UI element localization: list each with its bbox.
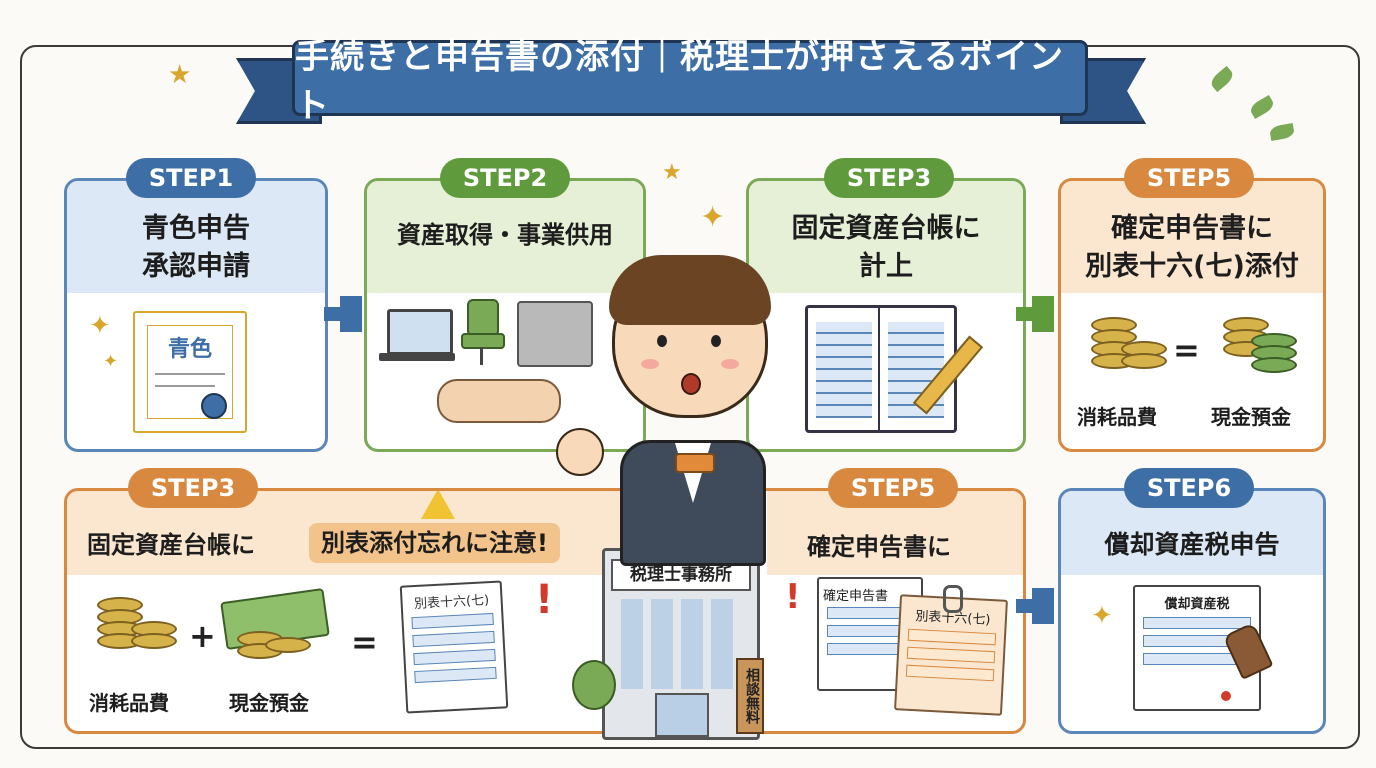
step6-title: 償却資産税申告 — [1104, 530, 1280, 559]
star-icon: ★ — [662, 160, 682, 185]
step3-top-line2: 計上 — [859, 251, 913, 282]
step1-card: 青色申告 承認申請 青色 ✦ ✦ — [64, 178, 328, 452]
free-consult-board: 相談無料 — [736, 658, 764, 734]
stamp-mark-icon — [1221, 691, 1231, 701]
step5-top-badge: STEP5 — [1124, 158, 1254, 198]
star-icon: ★ — [168, 60, 192, 90]
advisor-suit — [620, 440, 766, 566]
tax-return-label: 確定申告書 — [823, 589, 889, 604]
advisor-face — [609, 255, 771, 418]
step3-bottom-card: 固定資産台帳に 別表添付忘れに注意! + = 別表十六(七) ! 消耗品費 現金… — [64, 488, 1026, 734]
coins-icon — [237, 631, 311, 671]
step5-bottom-title: 確定申告書に — [807, 533, 951, 561]
coins-icon — [1091, 317, 1167, 377]
arrow-right-icon — [1016, 296, 1054, 332]
sparkle-icon: ✦ — [89, 311, 111, 341]
step1-line2: 承認申請 — [142, 251, 250, 282]
step5-top-line2: 別表十六(七)添付 — [1085, 251, 1299, 282]
pointing-hand-icon — [556, 428, 604, 476]
certificate-label: 青色 — [167, 337, 212, 362]
exclamation-icon: ! — [785, 577, 801, 617]
step6-card: 償却資産税申告 償却資産税 ✦ — [1058, 488, 1326, 734]
handshake-icon — [437, 379, 561, 423]
step2-badge: STEP2 — [440, 158, 570, 198]
plus-sign: + — [189, 617, 216, 655]
ledger-book-icon — [805, 305, 957, 433]
warning-icon — [421, 491, 455, 519]
step5-top-line1: 確定申告書に — [1111, 213, 1273, 244]
tree-icon — [572, 660, 616, 710]
step3-bottom-title: 固定資産台帳に — [87, 531, 255, 559]
arrow-right-icon — [1016, 588, 1054, 624]
asset-tax-form-label: 償却資産税 — [1164, 597, 1230, 612]
office-chair-icon — [467, 299, 499, 337]
coins-cash-icon — [1223, 317, 1297, 377]
step5-top-card: 確定申告書に 別表十六(七)添付 = 消耗品費 現金預金 — [1058, 178, 1326, 452]
machine-icon — [517, 301, 593, 367]
form-document-icon: 別表十六(七) — [399, 580, 509, 714]
step3-bottom-badge: STEP3 — [128, 468, 258, 508]
tax-office-building: 税理士事務所 — [602, 548, 760, 740]
step2-title: 資産取得・事業供用 — [397, 221, 613, 249]
sparkle-icon: ✦ — [1091, 601, 1113, 631]
exclamation-icon: ! — [535, 577, 554, 623]
step3-top-card: 固定資産台帳に 計上 — [746, 178, 1026, 452]
seal-icon — [201, 393, 227, 419]
step6-badge: STEP6 — [1124, 468, 1254, 508]
step3-top-line1: 固定資産台帳に — [791, 213, 981, 244]
cash-label: 現金預金 — [1211, 405, 1291, 429]
step3-top-badge: STEP3 — [824, 158, 954, 198]
form-label: 別表十六(七) — [413, 593, 490, 613]
sparkle-icon: ✦ — [103, 351, 119, 372]
expense-label: 消耗品費 — [89, 691, 169, 715]
sparkle-icon: ✦ — [700, 200, 726, 235]
paperclip-icon — [943, 585, 963, 613]
arrow-right-icon — [324, 296, 362, 332]
equals-sign: = — [351, 623, 378, 661]
certificate-icon: 青色 — [133, 311, 247, 433]
banner-title: 手続きと申告書の添付｜税理士が押さえるポイント — [292, 37, 1088, 126]
laptop-icon — [387, 309, 453, 355]
step1-badge: STEP1 — [126, 158, 256, 198]
bowtie-icon — [675, 453, 715, 473]
expense-label: 消耗品費 — [1077, 405, 1157, 429]
cash-label: 現金預金 — [229, 691, 309, 715]
coins-icon — [97, 597, 177, 667]
step5-bottom-badge: STEP5 — [828, 468, 958, 508]
step2-card: 資産取得・事業供用 — [364, 178, 646, 452]
warning-highlight: 別表添付忘れに注意! — [309, 523, 560, 563]
equals-sign: = — [1173, 331, 1200, 369]
step1-line1: 青色申告 — [142, 213, 250, 244]
